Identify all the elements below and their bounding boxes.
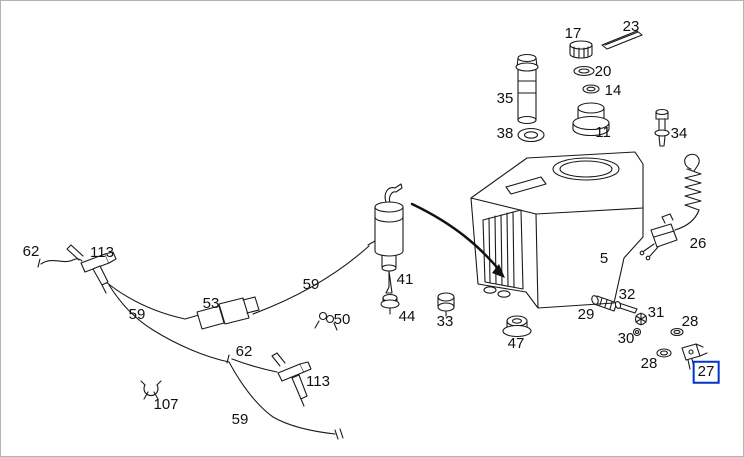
part-label[interactable]: 59 <box>302 275 320 293</box>
grommet-47-drawing <box>502 315 532 338</box>
nozzle-113-left-drawing <box>66 244 117 294</box>
part-label[interactable]: 44 <box>398 307 416 325</box>
seal-28-lower-drawing <box>656 348 672 358</box>
screw-32-drawing <box>614 301 638 314</box>
part-label[interactable]: 41 <box>396 270 414 288</box>
part-label[interactable]: 28 <box>681 312 699 330</box>
part-label[interactable]: 32 <box>618 285 636 303</box>
nozzle-113-right-drawing <box>271 352 312 407</box>
part-label[interactable]: 59 <box>231 410 249 428</box>
part-label[interactable]: 5 <box>599 249 609 267</box>
part-label[interactable]: 35 <box>496 89 514 107</box>
connector-53-drawing <box>184 296 260 330</box>
part-label-selected[interactable]: 27 <box>692 360 720 384</box>
heated-pump-26-drawing <box>639 153 702 261</box>
ring-20-drawing <box>573 65 595 77</box>
part-label[interactable]: 26 <box>689 234 707 252</box>
bolt-34-drawing <box>654 108 670 147</box>
hose-59-upper-drawing <box>105 245 370 320</box>
part-label[interactable]: 20 <box>594 62 612 80</box>
part-label[interactable]: 31 <box>647 303 665 321</box>
filler-neck-35-drawing <box>515 53 539 125</box>
part-label[interactable]: 53 <box>202 294 220 312</box>
grommet-44-drawing <box>380 293 400 315</box>
part-label[interactable]: 23 <box>622 17 640 35</box>
part-label[interactable]: 17 <box>564 24 582 42</box>
seal-14-drawing <box>582 84 600 94</box>
clip-50-drawing <box>314 311 338 331</box>
hose-62-left-drawing <box>37 258 83 268</box>
part-label[interactable]: 107 <box>153 395 179 413</box>
part-label[interactable]: 29 <box>577 305 595 323</box>
hose-62-lower-drawing <box>226 354 278 373</box>
seal-38-drawing <box>517 127 545 143</box>
part-label[interactable]: 30 <box>617 329 635 347</box>
clip-107-drawing <box>140 380 162 400</box>
part-label[interactable]: 113 <box>306 372 330 390</box>
part-label[interactable]: 62 <box>22 242 40 260</box>
screw-29-drawing <box>591 295 618 312</box>
part-label[interactable]: 28 <box>640 354 658 372</box>
reservoir-5-drawing <box>470 151 644 309</box>
part-label[interactable]: 38 <box>496 124 514 142</box>
filler-opening-11-drawing <box>572 102 610 137</box>
part-label[interactable]: 50 <box>333 310 351 328</box>
part-label[interactable]: 59 <box>128 305 146 323</box>
pump-41-drawing <box>367 183 404 294</box>
part-label[interactable]: 14 <box>604 81 622 99</box>
bracket-23-drawing <box>601 30 643 50</box>
part-label[interactable]: 33 <box>436 312 454 330</box>
pointer-arrow <box>410 202 505 278</box>
part-label[interactable]: 34 <box>670 124 688 142</box>
part-label[interactable]: 113 <box>90 243 114 261</box>
hose-59-lower-drawing <box>108 284 344 440</box>
cap-17-drawing <box>569 40 593 59</box>
part-label[interactable]: 47 <box>507 334 525 352</box>
wheel-31-drawing <box>634 312 648 326</box>
part-label[interactable]: 62 <box>235 342 253 360</box>
sensor-27-drawing <box>681 343 708 370</box>
part-label[interactable]: 11 <box>595 123 611 141</box>
grommet-33-drawing <box>437 292 455 317</box>
washer-30-drawing <box>632 327 642 337</box>
seal-28-upper-drawing <box>670 327 684 337</box>
